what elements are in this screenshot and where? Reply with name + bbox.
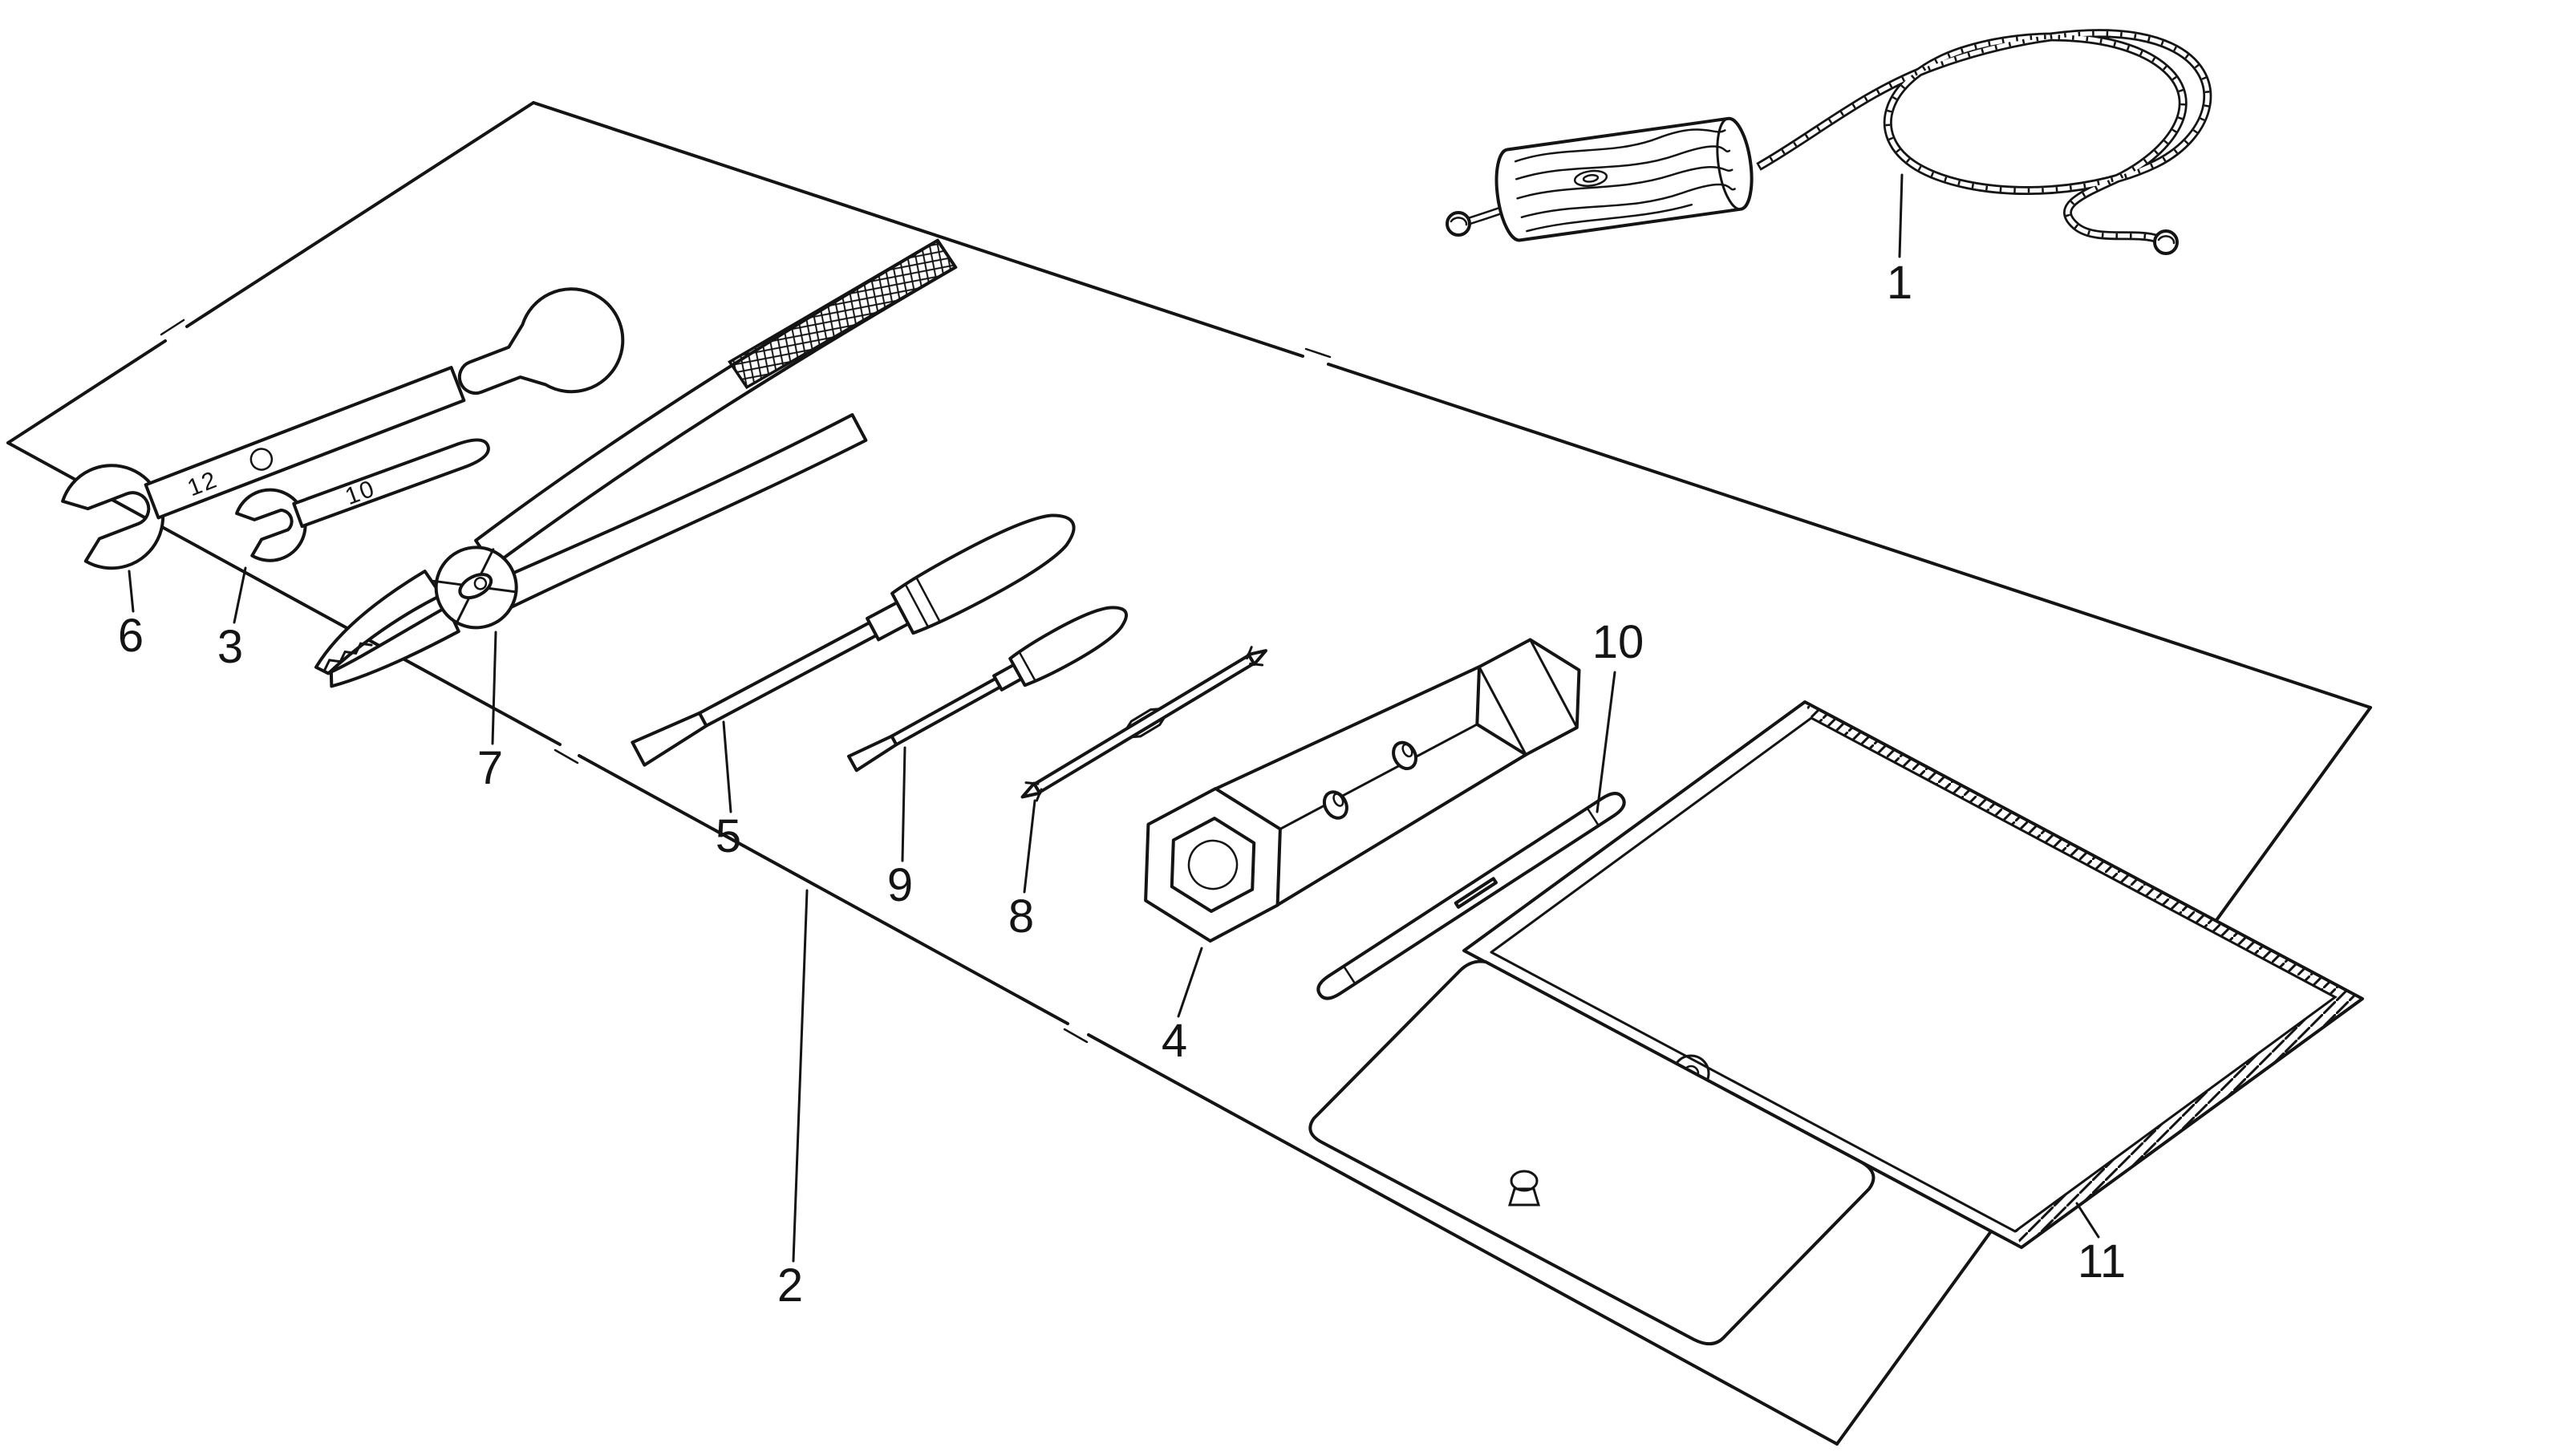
bit-tip-left — [1020, 781, 1042, 799]
rope-grip-handle — [1494, 116, 1754, 242]
wrench-socket-opening — [1170, 817, 1256, 913]
leader-10 — [1596, 671, 1616, 813]
leader-11 — [2075, 1202, 2100, 1239]
leader-6 — [128, 570, 135, 613]
pliers — [314, 238, 958, 688]
pliers-lower-handle — [495, 413, 868, 610]
screwdriver-large — [631, 513, 1076, 767]
bit-tip-right — [1247, 649, 1268, 666]
tommy-bar-hole — [1322, 790, 1348, 820]
part-label-2: 2 — [777, 1259, 803, 1312]
screwdriver-handle — [1008, 606, 1129, 687]
part-label-6: 6 — [118, 610, 144, 662]
tool-pouch — [1308, 700, 2364, 1346]
part-label-4: 4 — [1162, 1015, 1187, 1067]
part-label-7: 7 — [477, 742, 503, 794]
part-label-3: 3 — [217, 621, 243, 673]
leader-4 — [1177, 947, 1203, 1018]
edge-break-tick — [1304, 347, 1332, 359]
screwdriver-shaft — [698, 621, 878, 728]
screwdriver-handle — [890, 513, 1076, 635]
rope-coil — [1756, 29, 2212, 255]
screwdriver-small — [847, 606, 1129, 773]
screwdriver-blade — [631, 711, 708, 767]
wrench-stamp-mark — [249, 448, 274, 471]
rope-knot-right — [2153, 229, 2179, 255]
leader-lines — [128, 173, 2100, 1263]
part-label-11: 11 — [2078, 1235, 2126, 1288]
part-label-10: 10 — [1592, 616, 1644, 668]
leader-8 — [1023, 799, 1036, 894]
edge-break-tick — [554, 748, 579, 765]
starter-rope — [1446, 29, 2212, 255]
lever-slot — [1454, 877, 1498, 909]
wrench-tube-silhouette — [1214, 665, 1528, 907]
leader-3 — [233, 566, 247, 624]
open-end-wrench-large: 12 — [61, 287, 625, 570]
leader-5 — [722, 720, 732, 813]
cross-point-bit — [1020, 646, 1268, 802]
open-end-wrench-small: 10 — [235, 438, 490, 562]
bit-rod — [1031, 652, 1257, 795]
screwdriver-shaft — [890, 676, 1002, 747]
pouch-flap-stud — [1507, 1170, 1541, 1207]
wrench-tube-facet-line — [1279, 723, 1478, 830]
leader-9 — [901, 746, 906, 862]
part-label-5: 5 — [716, 810, 741, 862]
edge-break-tick — [1063, 1028, 1089, 1044]
pouch-flap — [1308, 959, 1875, 1346]
leader-2 — [792, 889, 809, 1263]
rope-twist-texture — [1757, 30, 2210, 241]
spark-plug-wrench — [1144, 638, 1581, 943]
bit-center-flats — [1125, 708, 1166, 739]
leader-1 — [1898, 173, 1904, 258]
part-label-8: 8 — [1008, 890, 1034, 943]
tommy-bar-hole — [1392, 740, 1418, 771]
pliers-grip-knurling — [728, 238, 958, 390]
part-label-1: 1 — [1887, 257, 1912, 309]
screwdriver-blade — [847, 734, 898, 773]
pliers-jaw-teeth — [323, 642, 373, 671]
pouch-inner-border — [1490, 716, 2338, 1233]
part-label-9: 9 — [887, 859, 913, 911]
leader-7 — [491, 631, 497, 745]
wood-grain-lines — [1514, 128, 1736, 233]
pliers-pivot-pin — [473, 577, 488, 590]
rope-knot-left — [1446, 211, 1471, 237]
edge-break-tick — [160, 318, 185, 336]
part-labels: 1 2 3 4 5 6 7 8 9 10 11 — [118, 257, 2126, 1312]
lever-bar — [1316, 792, 1626, 1000]
